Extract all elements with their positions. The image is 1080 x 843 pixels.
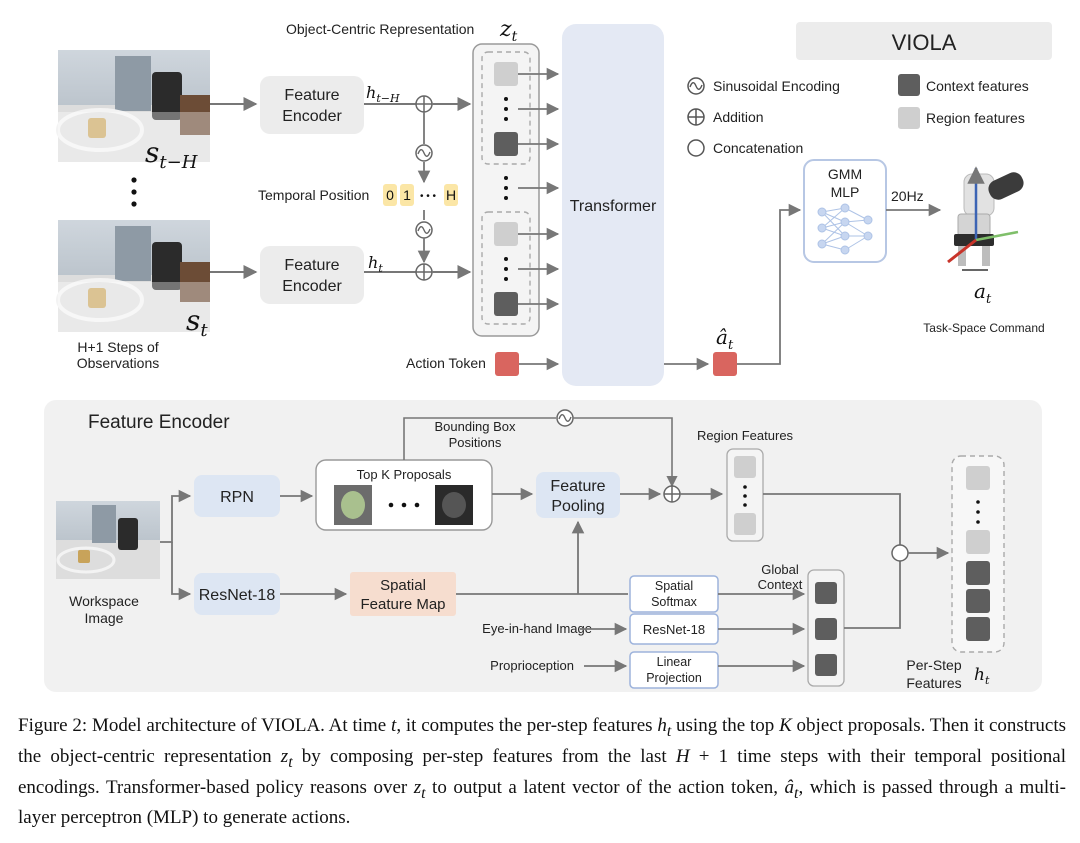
context-legend-swatch — [898, 74, 920, 96]
legend: Sinusoidal Encoding Addition Concatenati… — [687, 74, 1029, 157]
svg-text:Transformer: Transformer — [570, 198, 657, 215]
svg-text:MLP: MLP — [831, 184, 860, 200]
linear-projection-block: Linear Projection — [629, 651, 719, 689]
svg-text:H: H — [446, 187, 456, 203]
region-features-stack — [726, 448, 764, 542]
zt-title: Object-Centric Representation — [286, 21, 474, 37]
global-context-stack — [807, 569, 845, 687]
addition-node-encoder — [663, 485, 681, 503]
svg-text:0: 0 — [386, 187, 394, 203]
action-token — [495, 352, 519, 376]
eye-in-hand-label: Eye-in-hand Image — [482, 621, 592, 636]
per-step-features-stack — [951, 455, 1005, 653]
svg-text:Spatial: Spatial — [380, 577, 426, 594]
workspace-label-1: Workspace — [69, 593, 139, 609]
spatial-feature-map-block: Spatial Feature Map — [350, 572, 456, 616]
svg-text:Feature Map: Feature Map — [360, 596, 445, 613]
s-top-label: st−H — [145, 136, 198, 173]
concatenation-node — [891, 544, 909, 562]
observations-caption-line2: Observations — [77, 355, 159, 371]
h-bottom-label: ht — [368, 253, 383, 275]
svg-text:Top K Proposals: Top K Proposals — [357, 467, 452, 482]
viola-architecture-diagram: st−H st H+1 Steps of Observations Featur… — [44, 17, 1052, 692]
concatenation-legend-icon — [687, 139, 705, 157]
vertical-ellipsis — [131, 177, 137, 207]
svg-text:Pooling: Pooling — [551, 498, 604, 515]
bbox-label-2: Positions — [449, 435, 502, 450]
svg-text:ResNet-18: ResNet-18 — [199, 587, 276, 604]
temporal-tokens: 0 1 • • • H — [383, 184, 458, 206]
sinusoidal-legend-icon — [687, 77, 705, 95]
feature-encoder-panel-title: Feature Encoder — [88, 412, 230, 433]
svg-text:Addition: Addition — [713, 109, 764, 125]
s-bottom-label: st — [186, 304, 208, 341]
svg-text:Feature: Feature — [550, 478, 605, 495]
svg-text:RPN: RPN — [220, 489, 254, 506]
sinusoidal-icon-bottom — [415, 221, 433, 239]
global-context-label-2: Context — [758, 577, 803, 592]
per-step-label-2: Features — [906, 675, 961, 691]
workspace-label-2: Image — [85, 610, 124, 626]
per-step-label-1: Per-Step — [906, 657, 961, 673]
spatial-softmax-block: Spatial Softmax — [629, 575, 719, 613]
proprioception-label: Proprioception — [490, 658, 574, 673]
action-token-label: Action Token — [406, 355, 486, 371]
svg-text:Context features: Context features — [926, 78, 1029, 94]
a-t-label: at — [974, 279, 992, 307]
svg-text:Encoder: Encoder — [282, 108, 342, 125]
viola-title: VIOLA — [796, 22, 1052, 60]
region-legend-swatch — [898, 107, 920, 129]
figure-caption: Figure 2: Model architecture of VIOLA. A… — [18, 715, 1067, 829]
observation-image-bottom — [56, 220, 210, 332]
svg-text:Projection: Projection — [646, 671, 702, 685]
svg-text:Concatenation: Concatenation — [713, 140, 803, 156]
sinusoidal-icon-bbox — [556, 409, 574, 427]
top-k-proposals: Top K Proposals — [315, 459, 493, 531]
zt-symbol: zt — [499, 17, 518, 45]
temporal-position-label: Temporal Position — [258, 187, 369, 203]
bbox-label-1: Bounding Box — [435, 419, 516, 434]
region-features-label: Region Features — [697, 428, 794, 443]
feature-encoder-panel — [44, 400, 1042, 692]
addition-node-top — [415, 95, 433, 113]
svg-text:Region features: Region features — [926, 110, 1025, 126]
a-hat-label: ât — [716, 325, 734, 353]
svg-text:Spatial: Spatial — [655, 579, 693, 593]
svg-text:Sinusoidal Encoding: Sinusoidal Encoding — [713, 78, 840, 94]
stack-to-transformer-arrows — [518, 67, 560, 311]
feature-encoder-bottom: Feature Encoder — [260, 246, 364, 304]
addition-node-bottom — [415, 263, 433, 281]
observation-image-top — [56, 50, 210, 162]
feature-pooling-block: Feature Pooling — [536, 472, 620, 518]
svg-text:1: 1 — [403, 187, 411, 203]
resnet-block: ResNet-18 — [194, 573, 280, 615]
resnet-eye-in-hand-block: ResNet-18 — [629, 613, 719, 645]
observations-caption-line1: H+1 Steps of — [77, 339, 158, 355]
gmm-mlp-block: GMM MLP — [803, 159, 887, 263]
global-context-label-1: Global — [761, 562, 799, 577]
transformer-block: Transformer — [562, 24, 664, 386]
neural-network-icon — [817, 203, 873, 255]
action-token-output — [713, 352, 737, 376]
svg-text:Encoder: Encoder — [282, 278, 342, 295]
svg-text:Feature: Feature — [284, 257, 339, 274]
svg-text:ResNet-18: ResNet-18 — [643, 622, 705, 637]
svg-text:Softmax: Softmax — [651, 595, 698, 609]
svg-text:Linear: Linear — [657, 655, 692, 669]
feature-encoder-top: Feature Encoder — [260, 76, 364, 134]
object-centric-stack — [472, 43, 540, 337]
per-step-h-label: ht — [974, 665, 990, 687]
svg-text:VIOLA: VIOLA — [892, 30, 957, 55]
h-top-label: ht−H — [366, 83, 400, 105]
svg-text:Feature: Feature — [284, 87, 339, 104]
sinusoidal-icon-top — [415, 144, 433, 162]
svg-text:GMM: GMM — [828, 166, 862, 182]
task-space-command-label: Task-Space Command — [923, 321, 1044, 335]
robot-gripper-icon — [947, 166, 1024, 271]
svg-text:• • •: • • • — [420, 191, 437, 202]
workspace-image — [56, 501, 160, 579]
rate-label: 20Hz — [891, 188, 924, 204]
rpn-block: RPN — [194, 475, 280, 517]
addition-legend-icon — [687, 108, 705, 126]
